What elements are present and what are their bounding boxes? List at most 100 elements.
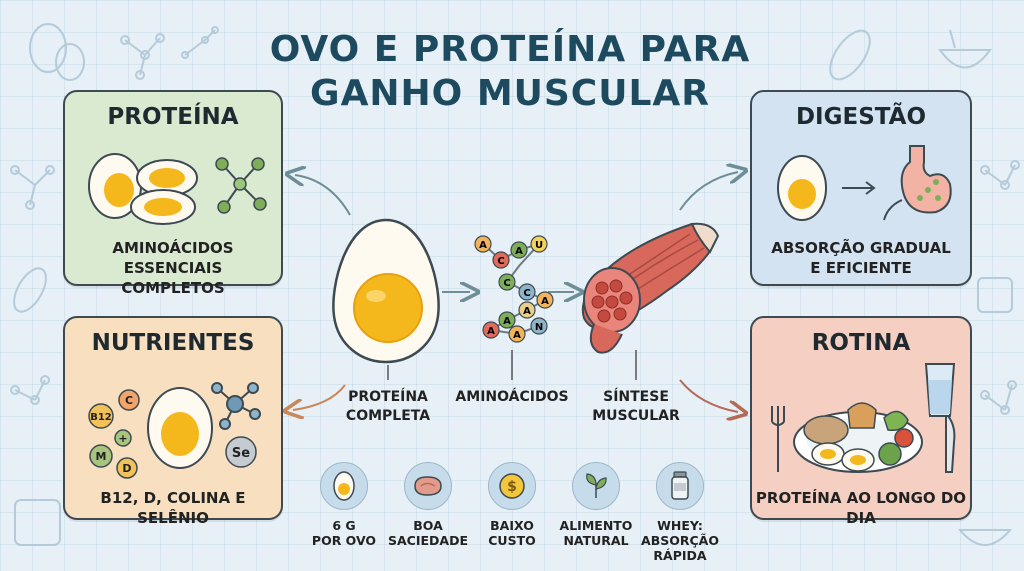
benefit-label-line-3: RÁPIDA (653, 548, 707, 563)
halved-egg-icon (147, 387, 213, 469)
lettuce (883, 410, 909, 432)
amino-acid-chain: A C A U C C A A A N A A (474, 235, 554, 343)
card-digestion-text-line-1: ABSORÇÃO GRADUAL (771, 239, 951, 257)
egg-icon (333, 471, 355, 501)
benefit-label-line-1: BAIXO (490, 518, 534, 533)
benefit-label-line-1: 6 G (332, 518, 356, 533)
card-digestion-text-line-2: E EFICIENTE (810, 259, 912, 277)
amino-node-1: A (474, 235, 492, 253)
arrow-to-protein (295, 175, 351, 216)
coin-icon: $ (499, 473, 525, 499)
benefit-whey: WHEY: ABSORÇÃO RÁPIDA (640, 462, 720, 563)
amino-node-12: A (482, 321, 500, 339)
doodle-egg-icon (29, 23, 67, 73)
egg-label-line-2: COMPLETA (345, 408, 431, 424)
page-title: OVO E PROTEÍNA PARA GANHO MUSCULAR (260, 28, 760, 116)
muscle-label-line-1: SÍNTESE (603, 389, 669, 405)
benefit-label-line-1: ALIMENTO (559, 518, 633, 533)
arrow-to-routine (679, 379, 738, 412)
doodle-molecule-icon-3 (181, 26, 219, 59)
doodle-molecule-icon-left (10, 165, 55, 210)
benefit-label-line-2: CUSTO (488, 533, 536, 548)
badge-d-label: D (122, 462, 131, 475)
muscle-icon (581, 222, 720, 354)
benefit-label-line-2: ABSORÇÃO (641, 533, 719, 548)
boiled-eggs-icon (88, 153, 198, 225)
arrow-to-digestion (679, 172, 738, 211)
card-routine-title: ROTINA (811, 330, 911, 356)
svg-text:A: A (541, 296, 549, 307)
arrow-right-icon (842, 181, 876, 195)
doodle-molecule-icon-right (980, 160, 1020, 190)
muscle-label-line-2: MUSCULAR (592, 408, 680, 424)
badge-m: M (89, 444, 113, 468)
card-protein-text-line-1: AMINOÁCIDOS ESSENCIAIS (112, 239, 234, 277)
svg-text:C: C (523, 288, 530, 299)
benefit-circle (320, 462, 368, 510)
title-line-2: GANHO MUSCULAR (310, 73, 710, 114)
benefit-circle: $ (488, 462, 536, 510)
amino-node-6: C (518, 283, 536, 301)
molecule-small-icon (211, 382, 261, 430)
badge-c-label: C (125, 394, 133, 407)
svg-text:A: A (487, 326, 495, 337)
title-line-1: OVO E PROTEÍNA PARA (269, 29, 751, 70)
doodle-muscle-icon (13, 267, 47, 313)
broccoli (878, 442, 902, 466)
svg-text:A: A (515, 246, 523, 257)
leaf-icon (586, 473, 607, 498)
benefit-label: 6 G POR OVO (304, 518, 384, 548)
badge-se: Se (225, 436, 257, 468)
steak-icon (414, 476, 442, 496)
egg-label-line-1: PROTEÍNA (348, 389, 428, 405)
svg-text:C: C (503, 278, 510, 289)
amino-node-2: C (492, 251, 510, 269)
card-routine: ROTINA PROTEÍNA AO LON (750, 316, 972, 527)
fork-icon (771, 406, 785, 472)
svg-text:A: A (523, 306, 531, 317)
doodle-molecule-icon (120, 33, 165, 80)
tomato (894, 428, 914, 448)
amino-node-9: A (498, 311, 516, 329)
amino-node-7: A (536, 291, 554, 309)
benefit-label: WHEY: ABSORÇÃO RÁPIDA (640, 518, 720, 563)
doodle-molecule-icon-right-lower (980, 380, 1017, 415)
card-protein-text-line-2: COMPLETOS (121, 279, 225, 297)
doodle-egg-icon-2 (55, 43, 85, 81)
doodle-molecule-icon-lower (10, 375, 50, 405)
card-protein-text: AMINOÁCIDOS ESSENCIAIS COMPLETOS (65, 238, 281, 298)
muscle-label: SÍNTESE MUSCULAR (576, 388, 696, 426)
arrow-to-nutrients (293, 384, 346, 410)
card-nutrients: NUTRIENTES B12 C + M D (63, 316, 283, 527)
card-protein-title: PROTEÍNA (107, 104, 239, 130)
benefit-label-line-2: NATURAL (563, 533, 629, 548)
stomach-icon (883, 145, 952, 221)
card-nutrients-text: B12, D, COLINA E SELÊNIO (100, 489, 246, 527)
benefit-label: ALIMENTO NATURAL (556, 518, 636, 548)
benefit-low-cost: $ BAIXO CUSTO (472, 462, 552, 548)
svg-text:A: A (513, 330, 521, 341)
doodle-muscle-icon-right (829, 29, 871, 81)
card-digestion: DIGESTÃO ABSORÇÃO GRADUAL E EFICIENTE (750, 90, 972, 286)
svg-text:$: $ (507, 479, 517, 495)
benefit-label-line-2: SACIEDADE (388, 533, 469, 548)
badge-m-label: M (96, 450, 107, 463)
svg-text:C: C (497, 256, 504, 267)
badge-b12-label: B12 (90, 412, 112, 423)
badge-d: D (116, 457, 138, 479)
doodle-bowl-icon (938, 29, 992, 69)
benefit-label-line-1: WHEY: (657, 518, 703, 533)
knife-icon (945, 415, 956, 473)
benefit-label-line-2: POR OVO (311, 533, 377, 548)
benefit-label: BOA SACIEDADE (388, 518, 468, 548)
benefit-circle (404, 462, 452, 510)
badge-b12: B12 (88, 403, 114, 429)
whey-jar-icon (671, 471, 689, 500)
svg-text:A: A (503, 316, 511, 327)
amino-node-3: A (510, 241, 528, 259)
benefit-label: BAIXO CUSTO (472, 518, 552, 548)
egg-icon (777, 155, 827, 221)
